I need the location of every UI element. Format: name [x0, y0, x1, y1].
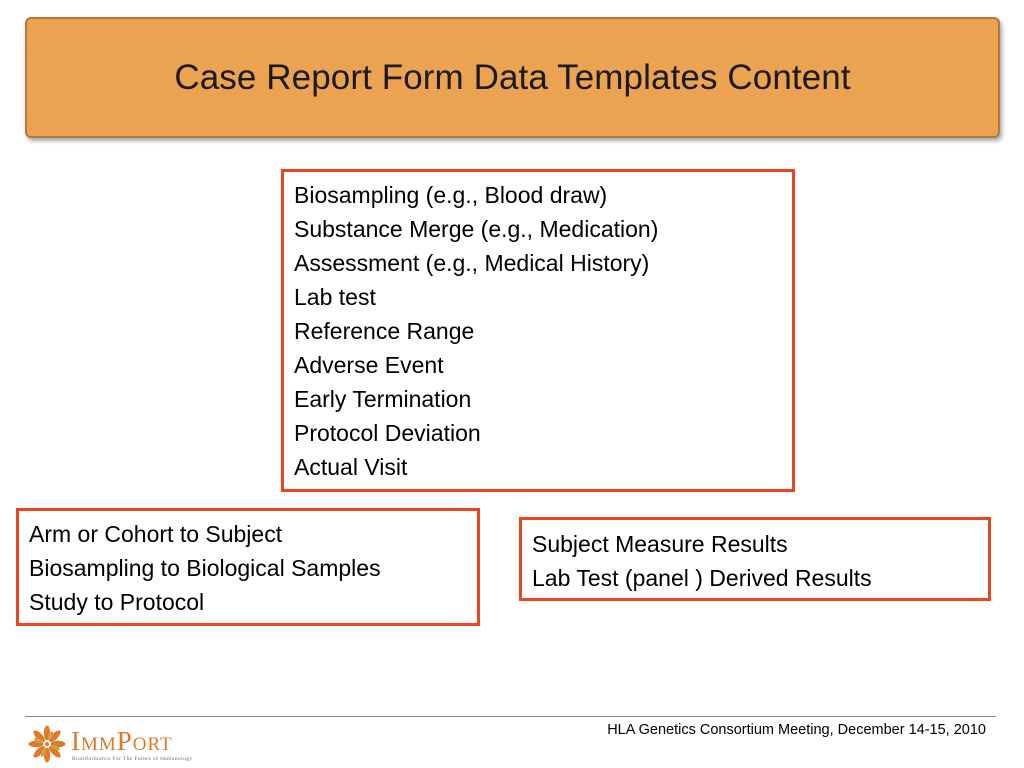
title-banner: Case Report Form Data Templates Content	[25, 17, 1000, 138]
list-item: Subject Measure Results	[532, 531, 788, 557]
footer-divider	[25, 716, 996, 717]
immport-logo: ImmPort Bioinformatics For The Future of…	[27, 724, 227, 764]
slide-title: Case Report Form Data Templates Content	[174, 57, 851, 97]
list-item: Lab Test (panel ) Derived Results	[532, 565, 872, 591]
relationships-list: Arm or Cohort to Subject Biosampling to …	[29, 517, 477, 619]
list-item: Actual Visit	[294, 454, 408, 480]
list-item: Arm or Cohort to Subject	[29, 521, 283, 547]
results-box: Subject Measure Results Lab Test (panel …	[519, 517, 991, 601]
immport-flower-icon	[28, 725, 66, 763]
list-item: Early Termination	[294, 386, 472, 412]
list-item: Assessment (e.g., Medical History)	[294, 250, 650, 276]
list-item: Biosampling to Biological Samples	[29, 555, 381, 581]
relationships-box: Arm or Cohort to Subject Biosampling to …	[16, 508, 480, 626]
list-item: Substance Merge (e.g., Medication)	[294, 216, 659, 242]
results-list: Subject Measure Results Lab Test (panel …	[532, 527, 988, 595]
list-item: Study to Protocol	[29, 589, 205, 615]
crf-templates-list: Biosampling (e.g., Blood draw) Substance…	[294, 178, 792, 484]
list-item: Biosampling (e.g., Blood draw)	[294, 182, 608, 208]
footer-meeting-text: HLA Genetics Consortium Meeting, Decembe…	[607, 722, 986, 738]
logo-wordmark: ImmPort	[71, 726, 173, 756]
crf-templates-box: Biosampling (e.g., Blood draw) Substance…	[281, 169, 795, 492]
list-item: Lab test	[294, 284, 376, 310]
logo-tagline: Bioinformatics For The Future of Immunol…	[72, 756, 193, 762]
list-item: Adverse Event	[294, 352, 444, 378]
list-item: Protocol Deviation	[294, 420, 481, 446]
list-item: Reference Range	[294, 318, 475, 344]
